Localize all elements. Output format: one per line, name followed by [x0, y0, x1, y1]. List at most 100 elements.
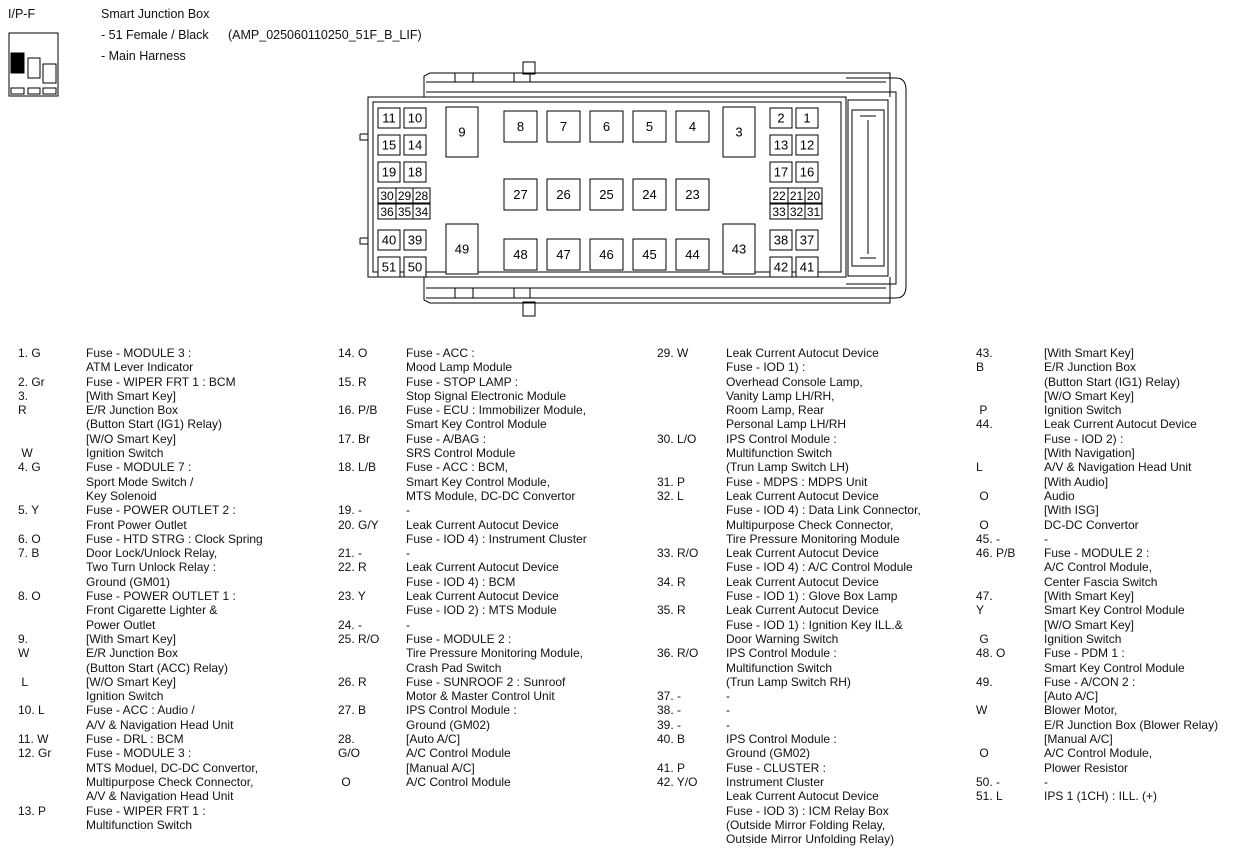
- legend-description: -: [726, 703, 730, 718]
- legend-row: Front Power Outlet: [18, 518, 263, 532]
- pin-label-16: 16: [800, 165, 814, 180]
- legend-description: Plower Resistor: [1044, 760, 1129, 775]
- legend-pin-wire: [18, 761, 86, 775]
- legend-row: Front Cigarette Lighter &: [18, 603, 263, 617]
- legend-description: -: [726, 717, 730, 732]
- legend-description: Motor & Master Control Unit: [406, 689, 555, 704]
- pin-cell-33: [769, 203, 789, 220]
- legend-description: Room Lamp, Rear: [726, 403, 825, 418]
- pin-label-39: 39: [408, 233, 422, 248]
- pin-label-11: 11: [382, 111, 396, 126]
- legend-description: A/V & Navigation Head Unit: [1044, 460, 1192, 475]
- legend-row: Ground (GM02): [338, 718, 587, 732]
- legend-description: [With Smart Key]: [86, 631, 177, 646]
- legend-description: Leak Current Autocut Device: [726, 346, 879, 360]
- pin-cell-16: [795, 161, 819, 183]
- legend-description: Front Power Outlet: [86, 517, 187, 532]
- pin-cell-40: [377, 229, 401, 251]
- legend-description: -: [1044, 531, 1048, 546]
- legend-description: Stop Signal Electronic Module: [406, 388, 567, 403]
- legend-description: IPS Control Module :: [726, 431, 837, 446]
- legend-description: [With Audio]: [1044, 474, 1109, 489]
- pin-cell-39: [403, 229, 427, 251]
- legend-row: Center Fascia Switch: [976, 575, 1218, 589]
- legend-row: MTS Module, DC-DC Convertor: [338, 489, 587, 503]
- legend-description: Leak Current Autocut Device: [726, 574, 879, 589]
- legend-description: Fuse - DRL : BCM: [86, 732, 184, 747]
- pin-cell-22: [769, 187, 789, 204]
- legend-description: Ignition Switch: [1044, 403, 1122, 418]
- legend-pin-wire: [976, 761, 1044, 775]
- legend-description: Two Turn Unlock Relay :: [86, 560, 217, 575]
- legend-description: Fuse - IOD 1) : Glove Box Lamp: [726, 589, 898, 604]
- legend-pin-wire: 17. Br: [338, 431, 371, 446]
- legend-pin-wire: [657, 503, 726, 517]
- legend-pin-wire: 5. Y: [18, 503, 40, 518]
- legend-row: Fuse - IOD 4) : Data Link Connector,: [657, 503, 921, 517]
- legend-pin-wire: [976, 560, 1044, 574]
- legend-description: Fuse - IOD 4) : BCM: [406, 574, 516, 589]
- legend-pin-wire: [657, 675, 726, 689]
- legend-pin-wire: 11. W: [18, 732, 49, 747]
- legend-row: 47.[With Smart Key]: [976, 589, 1218, 603]
- legend-description: [With Smart Key]: [86, 388, 177, 403]
- legend-description: IPS 1 (1CH) : ILL. (+): [1044, 789, 1158, 804]
- legend-pin-wire: [18, 689, 86, 703]
- legend-pin-wire: 28.: [338, 732, 355, 747]
- pin-label-19: 19: [382, 165, 396, 180]
- legend-description: Fuse - CLUSTER :: [726, 760, 827, 775]
- legend-row: (Button Start (ACC) Relay): [18, 661, 263, 675]
- pin-label-50: 50: [408, 260, 422, 275]
- legend-pin-wire: [657, 403, 726, 417]
- legend-description: Smart Key Control Module,: [406, 474, 551, 489]
- legend-description: Fuse - ACC :: [406, 346, 475, 360]
- pin-label-15: 15: [382, 138, 396, 153]
- legend-row: 21. --: [338, 546, 587, 560]
- legend-pin-wire: [18, 560, 86, 574]
- legend-pin-wire: R: [18, 403, 27, 418]
- legend-pin-wire: L: [976, 460, 983, 475]
- legend-pin-wire: 21. -: [338, 546, 363, 561]
- legend-pin-wire: O: [338, 774, 351, 789]
- legend-description: Fuse - SUNROOF 2 : Sunroof: [406, 674, 566, 689]
- pin-cell-45: [632, 238, 667, 271]
- legend-description: [Manual A/C]: [406, 760, 475, 775]
- pin-cell-42: [769, 256, 793, 278]
- legend-pin-wire: [657, 746, 726, 760]
- legend-pin-wire: [18, 718, 86, 732]
- legend-description: Fuse - STOP LAMP :: [406, 374, 519, 389]
- pin-cell-15: [377, 134, 401, 156]
- legend-row: Multipurpose Check Connector,: [18, 775, 263, 789]
- legend-pin-wire: [338, 575, 406, 589]
- pin-cell-6: [589, 110, 624, 143]
- pin-label-38: 38: [774, 233, 788, 248]
- legend-pin-wire: [18, 618, 86, 632]
- legend-description: [Manual A/C]: [1044, 732, 1113, 747]
- pin-label-22: 22: [772, 189, 786, 203]
- legend-pin-wire: [338, 532, 406, 546]
- pin-cell-37: [795, 229, 819, 251]
- legend-pin-wire: 12. Gr: [18, 746, 52, 761]
- legend-row: A/C Control Module,: [976, 560, 1218, 574]
- legend-pin-wire: 10. L: [18, 703, 45, 718]
- legend-description: MTS Moduel, DC-DC Convertor,: [86, 760, 259, 775]
- legend-description: A/V & Navigation Head Unit: [86, 717, 234, 732]
- legend-row: 50. --: [976, 775, 1218, 789]
- legend-pin-wire: 44.: [976, 417, 993, 432]
- legend-row: Sport Mode Switch /: [18, 475, 263, 489]
- legend-description: Fuse - MODULE 2 :: [406, 631, 512, 646]
- legend-row: Fuse - IOD 1) : Glove Box Lamp: [657, 589, 921, 603]
- legend-description: Personal Lamp LH/RH: [726, 417, 847, 432]
- legend-pin-wire: [338, 718, 406, 732]
- legend-description: Leak Current Autocut Device: [726, 546, 879, 561]
- legend-row: [W/O Smart Key]: [976, 389, 1218, 403]
- legend-description: Fuse - IOD 1) : Ignition Key ILL.&: [726, 617, 903, 632]
- pin-label-9: 9: [458, 125, 465, 140]
